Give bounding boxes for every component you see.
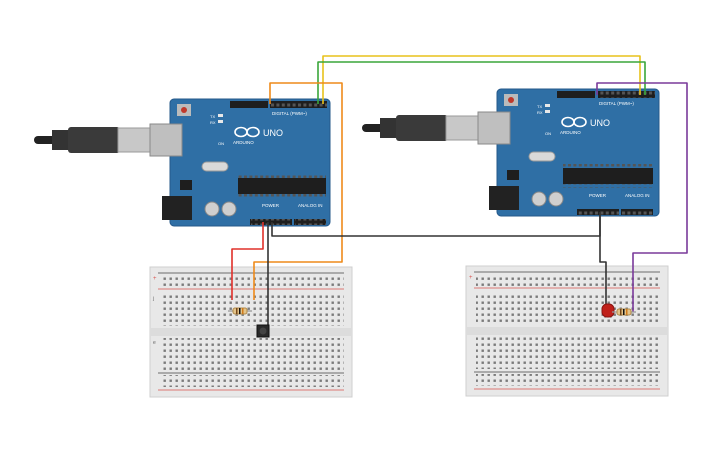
pushbutton[interactable] (256, 324, 270, 338)
row-letter-j: j (152, 296, 154, 302)
power-label: POWER (262, 203, 280, 208)
breadboard-right[interactable]: + (465, 265, 669, 397)
wire-red-5v[interactable] (231, 222, 264, 300)
usb-jack (477, 111, 511, 145)
rail-plus-label: + (469, 275, 473, 281)
board-model: UNO (590, 118, 610, 128)
resistor-left[interactable] (228, 307, 252, 315)
power-label: POWER (589, 193, 607, 198)
wire-orange[interactable] (253, 82, 343, 300)
digital-label: DIGITAL (PWM~) (272, 111, 307, 116)
arduino-uno-right[interactable]: DIGITAL (PWM~) UNO ARDUINO TX RX ON POWE… (477, 88, 660, 217)
wire-yellow[interactable] (322, 55, 641, 104)
arduino-logo-icon (561, 116, 587, 128)
on-label: ON (545, 131, 551, 136)
tx-label: TX (537, 104, 542, 109)
power-jack (162, 196, 192, 220)
rail-plus-label: + (153, 276, 157, 282)
usb-jack (149, 123, 183, 157)
analog-label: ANALOG IN (625, 193, 650, 198)
row-letter-e: e (153, 340, 156, 346)
arduino-uno-left[interactable]: DIGITAL (PWM~) UNO ARDUINO TX RX ON POWE… (149, 98, 331, 227)
resistor-right[interactable] (612, 308, 636, 316)
wire-purple[interactable] (596, 82, 688, 312)
atmega-chip (238, 178, 326, 194)
breadboard-left[interactable]: + j e (149, 266, 353, 398)
board-brand: ARDUINO (233, 140, 254, 145)
digital-label: DIGITAL (PWM~) (599, 101, 634, 106)
on-label: ON (218, 141, 224, 146)
led-red[interactable] (601, 303, 615, 318)
wire-black-right[interactable] (599, 212, 607, 312)
board-brand: ARDUINO (560, 130, 581, 135)
usb-cable-left[interactable] (34, 127, 172, 153)
power-jack (489, 186, 519, 210)
arduino-logo-icon (234, 126, 260, 138)
atmega-chip (563, 168, 653, 184)
rx-label: RX (537, 110, 543, 115)
tx-label: TX (210, 114, 215, 119)
board-model: UNO (263, 128, 283, 138)
analog-label: ANALOG IN (298, 203, 323, 208)
rx-label: RX (210, 120, 216, 125)
